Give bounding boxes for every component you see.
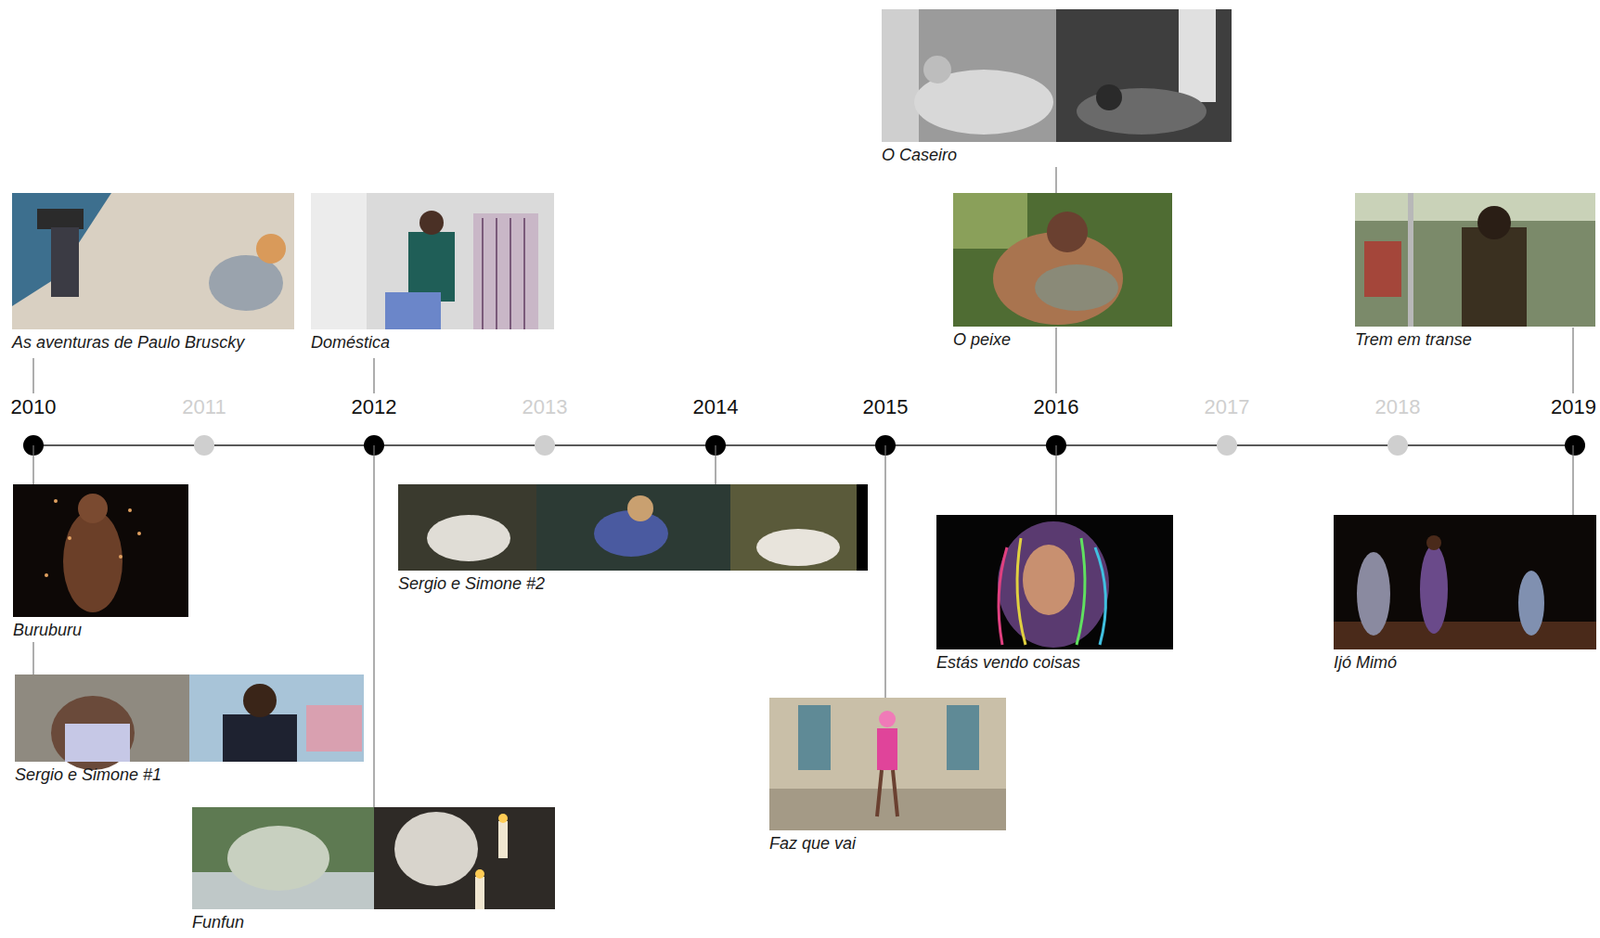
timeline-axis: [33, 444, 1575, 447]
film-still: Trem em transe: [1354, 193, 1598, 350]
still-caseiro: [881, 9, 1232, 142]
film-still: O Caseiro: [881, 9, 1234, 166]
still-buruburu: [12, 484, 189, 618]
still-funfun: [192, 807, 555, 910]
film-title: Estás vendo coisas: [936, 652, 1175, 673]
still-bruscky: [12, 193, 295, 330]
still-ijo-mimo: [1333, 515, 1597, 650]
year-dots: [23, 435, 1586, 456]
still-peixe: [953, 193, 1173, 327]
film-title: As aventuras de Paulo Bruscky: [12, 332, 297, 353]
film-title: O Caseiro: [881, 144, 1234, 166]
connector-line: [32, 642, 34, 675]
film-title: Buruburu: [12, 619, 191, 641]
year-label: 2018: [1375, 396, 1421, 419]
still-trem: [1354, 193, 1596, 327]
film-title: Sergio e Simone #1: [14, 764, 366, 786]
year-label: 2013: [522, 396, 568, 419]
film-still: Estás vendo coisas: [936, 515, 1175, 673]
still-sergio-simone-2: [398, 484, 868, 571]
year-label: 2010: [11, 396, 57, 419]
film-title: Trem em transe: [1354, 329, 1598, 350]
film-title: Sergio e Simone #2: [398, 573, 870, 594]
film-still: Funfun: [192, 807, 557, 933]
year-label: 2014: [693, 396, 739, 419]
year-label: 2012: [351, 396, 398, 419]
film-title: Ijó Mimó: [1333, 652, 1599, 673]
film-still: Buruburu: [12, 484, 191, 641]
film-title: Funfun: [192, 912, 557, 933]
film-title: O peixe: [953, 329, 1175, 350]
year-label: 2011: [181, 396, 226, 419]
film-title: Faz que vai: [769, 833, 1008, 854]
year-label: 2015: [863, 396, 909, 419]
film-title: Doméstica: [310, 332, 556, 353]
film-still: As aventuras de Paulo Bruscky: [12, 193, 297, 353]
year-label: 2019: [1550, 396, 1597, 419]
connector-line: [1055, 167, 1057, 194]
film-still: Doméstica: [310, 193, 556, 353]
year-label: 2017: [1204, 396, 1251, 419]
film-still: Faz que vai: [769, 697, 1008, 854]
film-still: Sergio e Simone #1: [14, 674, 366, 786]
film-still: Ijó Mimó: [1333, 515, 1599, 673]
still-sergio-simone-1: [14, 674, 364, 771]
film-still: O peixe: [953, 193, 1175, 350]
film-still: Sergio e Simone #2: [398, 484, 870, 594]
year-label: 2016: [1033, 396, 1080, 419]
still-estas-vendo-coisas: [936, 515, 1174, 650]
still-faz-que-vai: [769, 697, 1007, 831]
still-domestica: [310, 193, 555, 330]
